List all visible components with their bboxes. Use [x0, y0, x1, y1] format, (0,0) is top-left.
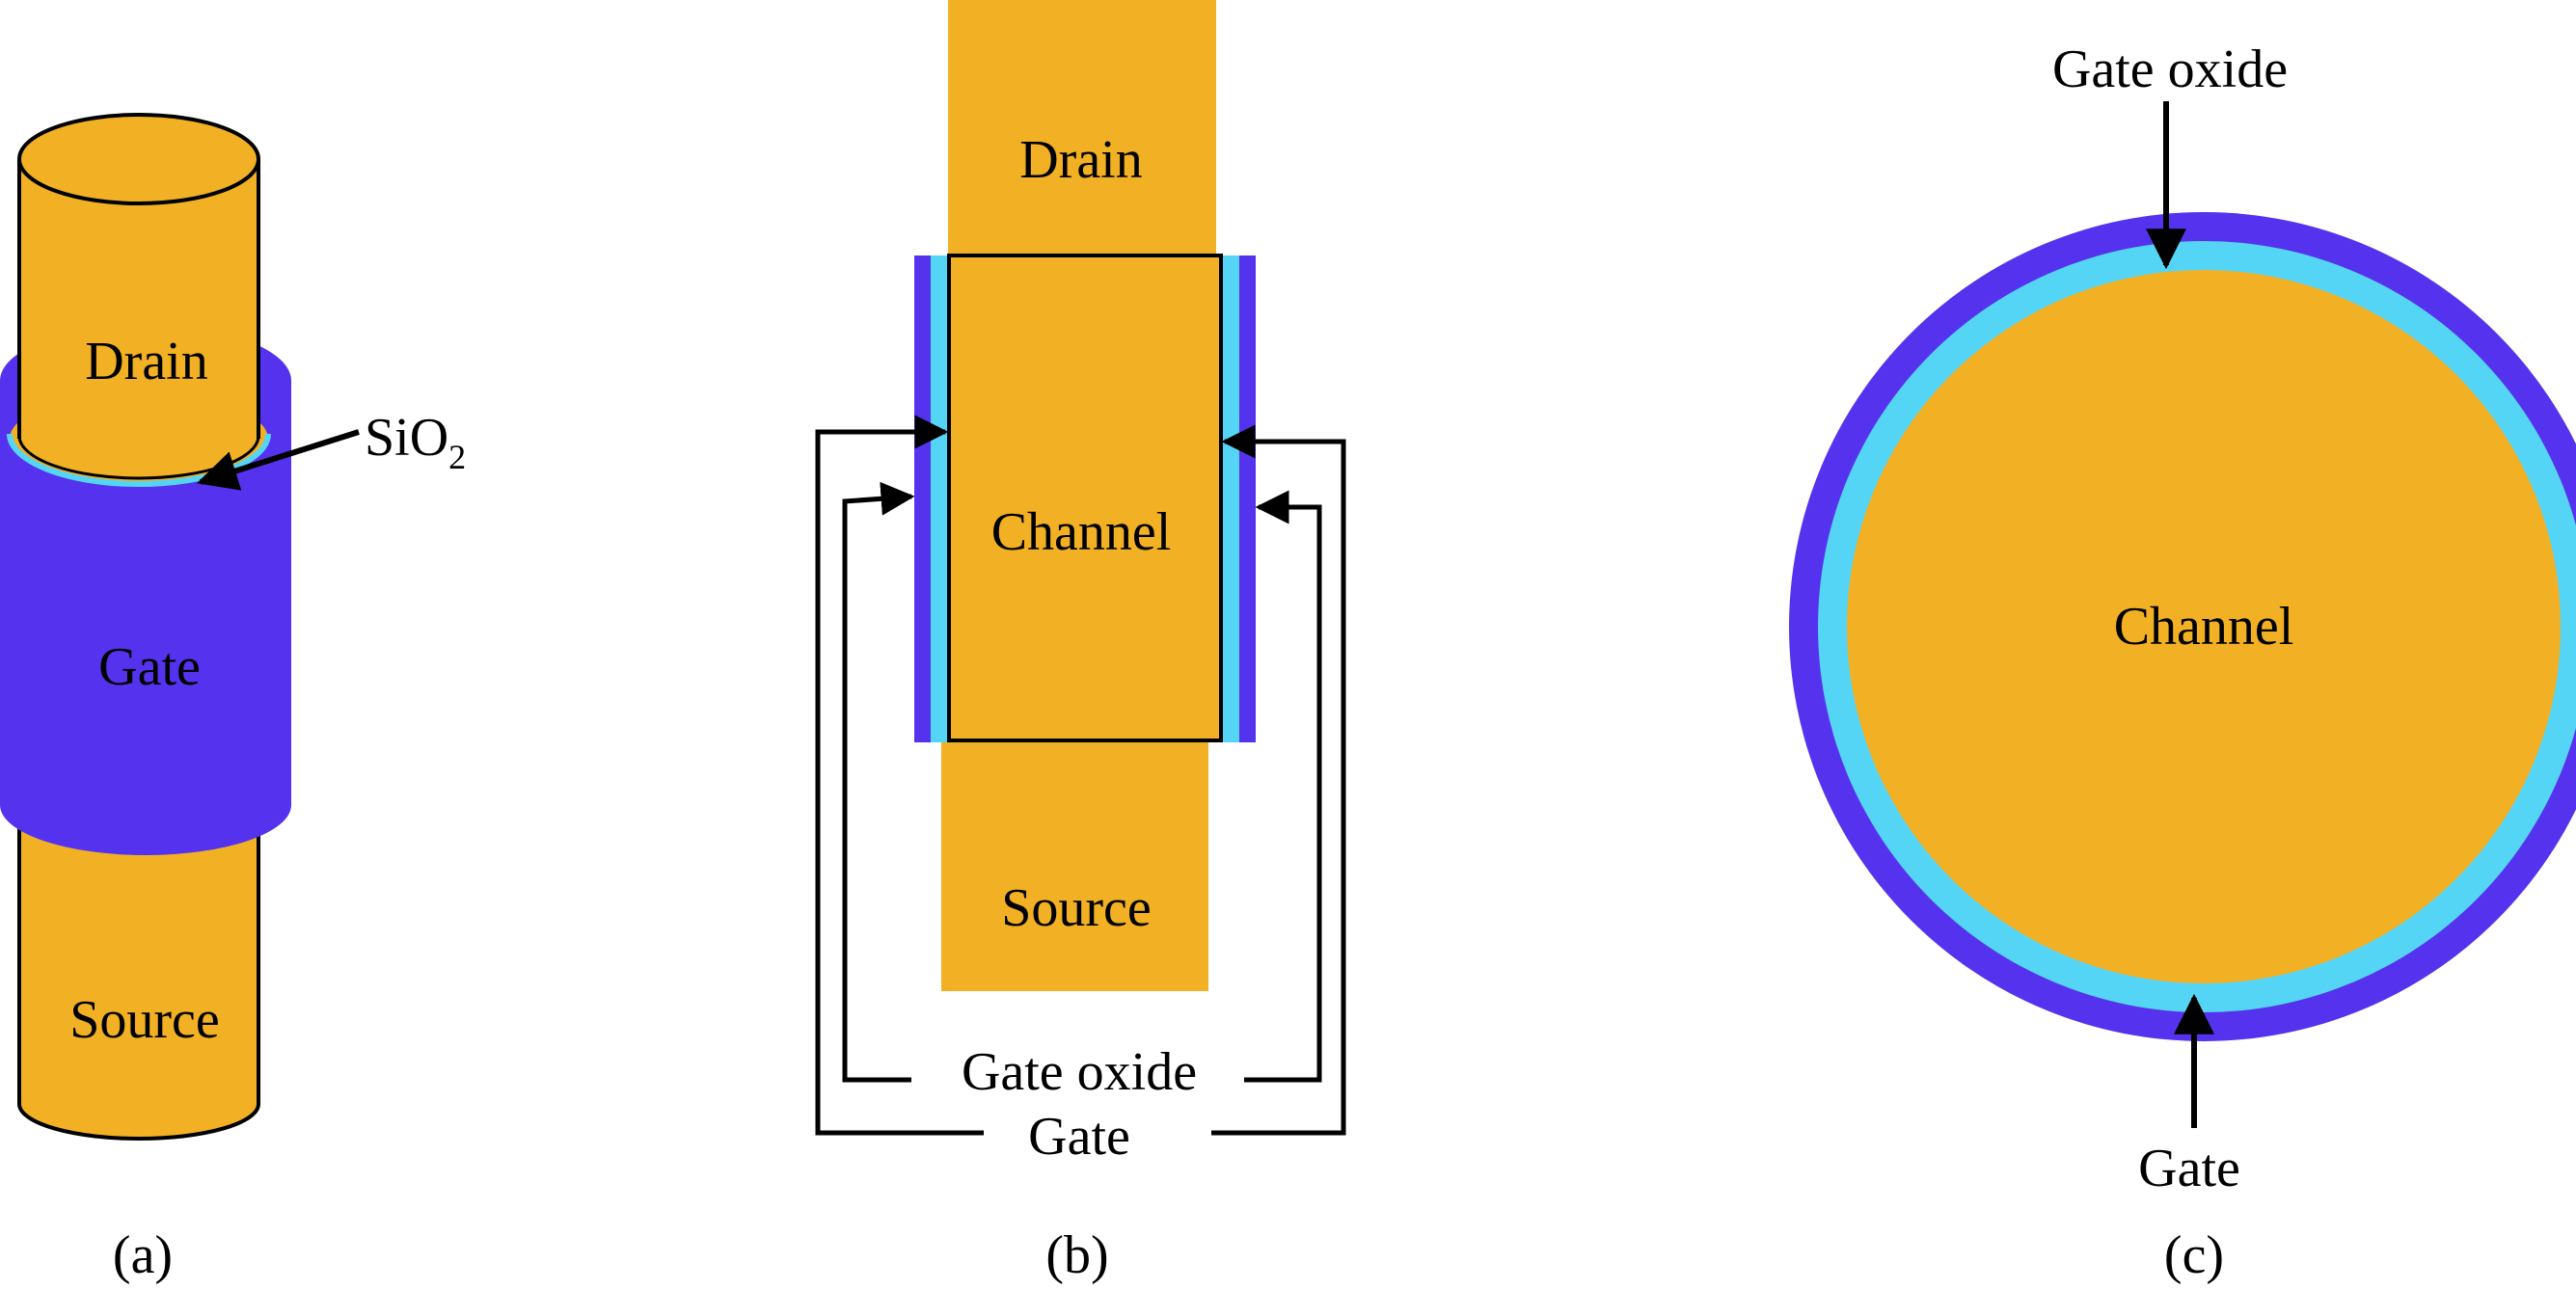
panel-c: Channel Gate oxide Gate (c) — [1789, 40, 2576, 1285]
drain-body-fill — [21, 159, 257, 439]
oxide-ring — [7, 433, 271, 487]
channel-core — [1847, 270, 2561, 983]
channel-region — [947, 254, 1223, 742]
gate-label: Gate — [98, 637, 201, 697]
source-region — [941, 740, 1208, 991]
gate-oxide-label: Gate oxide — [962, 1042, 1197, 1102]
drain-label: Drain — [1019, 130, 1143, 190]
source-label: Source — [69, 990, 220, 1050]
drain-region — [948, 0, 1216, 255]
panel-a: Drain Gate Source SiO2 (a) — [0, 113, 466, 1285]
source-label: Source — [1001, 878, 1152, 938]
gate-connector-left — [815, 415, 984, 1136]
gate-label: Gate — [1028, 1107, 1130, 1167]
oxide-left — [931, 255, 949, 742]
drain-top-cap — [17, 113, 260, 205]
caption-a: (a) — [113, 1225, 173, 1285]
gate-connector-right — [1211, 424, 1346, 1136]
arrow-icon — [196, 429, 360, 491]
panel-b: Drain Channel Source Gate oxide Gate (b) — [815, 0, 1346, 1285]
gate-label: Gate — [2138, 1139, 2240, 1198]
oxide-connector-left — [842, 481, 915, 1083]
source-cylinder — [17, 798, 260, 1141]
oxide-label: SiO2 — [365, 408, 466, 476]
oxide-connector-right — [1244, 490, 1322, 1083]
channel-label: Channel — [991, 502, 1172, 562]
channel-label: Channel — [2114, 597, 2294, 657]
gate-right — [1239, 255, 1256, 742]
caption-b: (b) — [1045, 1225, 1108, 1285]
oxide-right — [1221, 255, 1239, 742]
caption-c: (c) — [2164, 1225, 2224, 1285]
drain-label: Drain — [85, 332, 208, 391]
gate-oxide-label: Gate oxide — [2052, 40, 2288, 99]
gate-left — [914, 255, 931, 742]
